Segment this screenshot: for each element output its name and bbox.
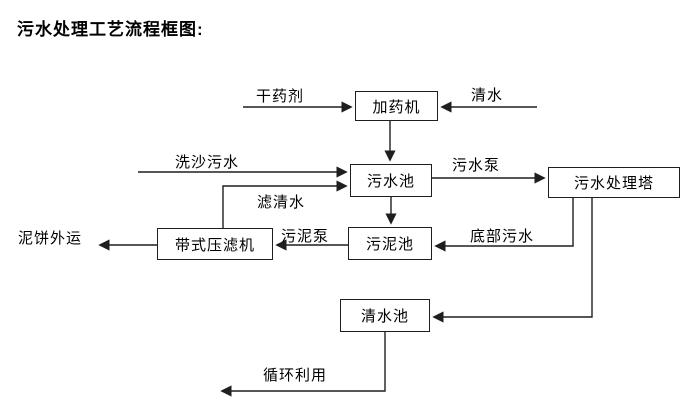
edge-press-to-sewage-pool bbox=[222, 180, 348, 228]
edge-tower-to-sludge-pool bbox=[434, 198, 574, 252]
edge-label-sewage-pump: 污水泵 bbox=[452, 157, 501, 174]
node-clean-water-pool: 清水池 bbox=[340, 299, 430, 332]
page-title: 污水处理工艺流程框图: bbox=[17, 20, 204, 39]
node-sewage-pool: 污水池 bbox=[350, 164, 432, 197]
edge-label-filtered-water: 滤清水 bbox=[257, 194, 306, 211]
node-belt-filter-press: 带式压滤机 bbox=[157, 228, 273, 260]
node-dosing-machine: 加药机 bbox=[355, 91, 438, 121]
edge-label-dry-chemical: 干药剂 bbox=[256, 88, 305, 105]
edge-label-bottom-sewage: 底部污水 bbox=[470, 228, 535, 245]
node-sludge-pool: 污泥池 bbox=[348, 227, 432, 260]
edge-clean-pool-to-recycle bbox=[220, 332, 386, 397]
edge-label-mud-cake-out: 泥饼外运 bbox=[18, 230, 83, 247]
edge-label-clean-water: 清水 bbox=[471, 87, 504, 104]
node-sewage-treatment-tower: 污水处理塔 bbox=[548, 167, 680, 198]
edge-label-sand-washing-sewage: 洗沙污水 bbox=[175, 154, 240, 171]
edge-label-recycle: 循环利用 bbox=[263, 367, 328, 384]
edge-tower-to-clean-pool bbox=[432, 198, 593, 323]
edge-label-sludge-pump: 污泥泵 bbox=[281, 228, 330, 245]
